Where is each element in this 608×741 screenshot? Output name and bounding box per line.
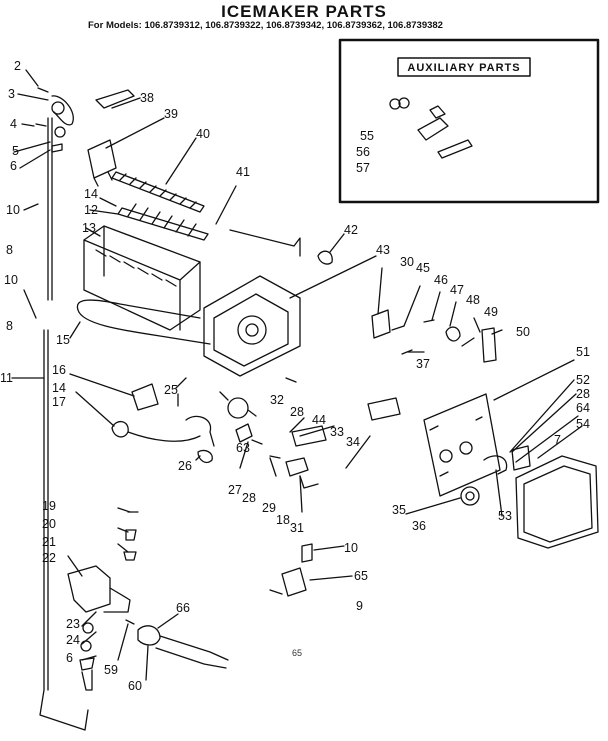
callout-label: 57 — [356, 161, 370, 175]
callout-label: 28 — [576, 387, 590, 401]
callout-label: 4 — [10, 117, 17, 131]
callout-label: 9 — [356, 599, 363, 613]
callout-label: 44 — [312, 413, 326, 427]
callout-label: 10 — [6, 203, 20, 217]
auxiliary-callouts: 55 56 57 — [356, 129, 374, 175]
part-callouts: 2 3 4 5 6 38 39 40 41 42 43 14 12 13 10 … — [0, 59, 590, 693]
callout-label: 12 — [84, 203, 98, 217]
callout-label: 54 — [576, 417, 590, 431]
callout-label: 28 — [290, 405, 304, 419]
callout-label: 50 — [516, 325, 530, 339]
auxiliary-box — [338, 38, 600, 204]
callout-label: 31 — [290, 521, 304, 535]
callout-label: 30 — [400, 255, 414, 269]
parts-drawing — [11, 38, 600, 731]
diagram-title: ICEMAKER PARTS — [221, 2, 387, 21]
callout-label: 15 — [56, 333, 70, 347]
callout-label: 8 — [6, 243, 13, 257]
callout-label: 11 — [0, 371, 13, 385]
callout-label: 14 — [84, 187, 98, 201]
callout-label: 35 — [392, 503, 406, 517]
callout-label: 20 — [42, 517, 56, 531]
callout-label: 24 — [66, 633, 80, 647]
callout-label: 46 — [434, 273, 448, 287]
callout-label: 16 — [52, 363, 66, 377]
callout-label: 6 — [66, 651, 73, 665]
auxiliary-label-box — [397, 57, 531, 77]
callout-label: 53 — [498, 509, 512, 523]
callout-label: 38 — [140, 91, 154, 105]
callout-label: 34 — [346, 435, 360, 449]
callout-label: 66 — [176, 601, 190, 615]
callout-label: 63 — [236, 441, 250, 455]
models-line: For Models: 106.8739312, 106.8739322, 10… — [88, 20, 443, 31]
callout-label: 13 — [82, 221, 96, 235]
callout-label: 37 — [416, 357, 430, 371]
callout-label: 65 — [354, 569, 368, 583]
callout-label: 49 — [484, 305, 498, 319]
callout-label: 56 — [356, 145, 370, 159]
callout-label: 10 — [4, 273, 18, 287]
callout-label: 23 — [66, 617, 80, 631]
callout-label: 17 — [52, 395, 66, 409]
auxiliary-label-group: AUXILIARY PARTS — [407, 62, 520, 74]
callout-label: 3 — [8, 87, 15, 101]
callout-label: 19 — [42, 499, 56, 513]
page-footer: 65 — [292, 648, 302, 658]
callout-label: 40 — [196, 127, 210, 141]
callout-label: 42 — [344, 223, 358, 237]
callout-label: 64 — [576, 401, 590, 415]
callout-label: 10 — [344, 541, 358, 555]
callout-label: 52 — [576, 373, 590, 387]
callout-label: 47 — [450, 283, 464, 297]
callout-label: 48 — [466, 293, 480, 307]
callout-label: 18 — [276, 513, 290, 527]
auxiliary-label: AUXILIARY PARTS — [407, 62, 520, 74]
callout-label: 41 — [236, 165, 250, 179]
callout-label: 55 — [360, 129, 374, 143]
callout-label: 36 — [412, 519, 426, 533]
callout-label: 14 — [52, 381, 66, 395]
callout-label: 8 — [6, 319, 13, 333]
callout-label: 32 — [270, 393, 284, 407]
callout-label: 43 — [376, 243, 390, 257]
callout-label: 33 — [330, 425, 344, 439]
callout-label: 39 — [164, 107, 178, 121]
callout-label: 7 — [554, 433, 561, 447]
callout-label: 22 — [42, 551, 56, 565]
callout-label: 59 — [104, 663, 118, 677]
callout-label: 60 — [128, 679, 142, 693]
callout-label: 21 — [42, 535, 56, 549]
callout-label: 25 — [164, 383, 178, 397]
callout-label: 29 — [262, 501, 276, 515]
callout-label: 6 — [10, 159, 17, 173]
callout-label: 27 — [228, 483, 242, 497]
callout-label: 51 — [576, 345, 590, 359]
callout-label: 45 — [416, 261, 430, 275]
callout-label: 28 — [242, 491, 256, 505]
callout-label: 2 — [14, 59, 21, 73]
callout-label: 5 — [12, 144, 19, 158]
callout-label: 26 — [178, 459, 192, 473]
